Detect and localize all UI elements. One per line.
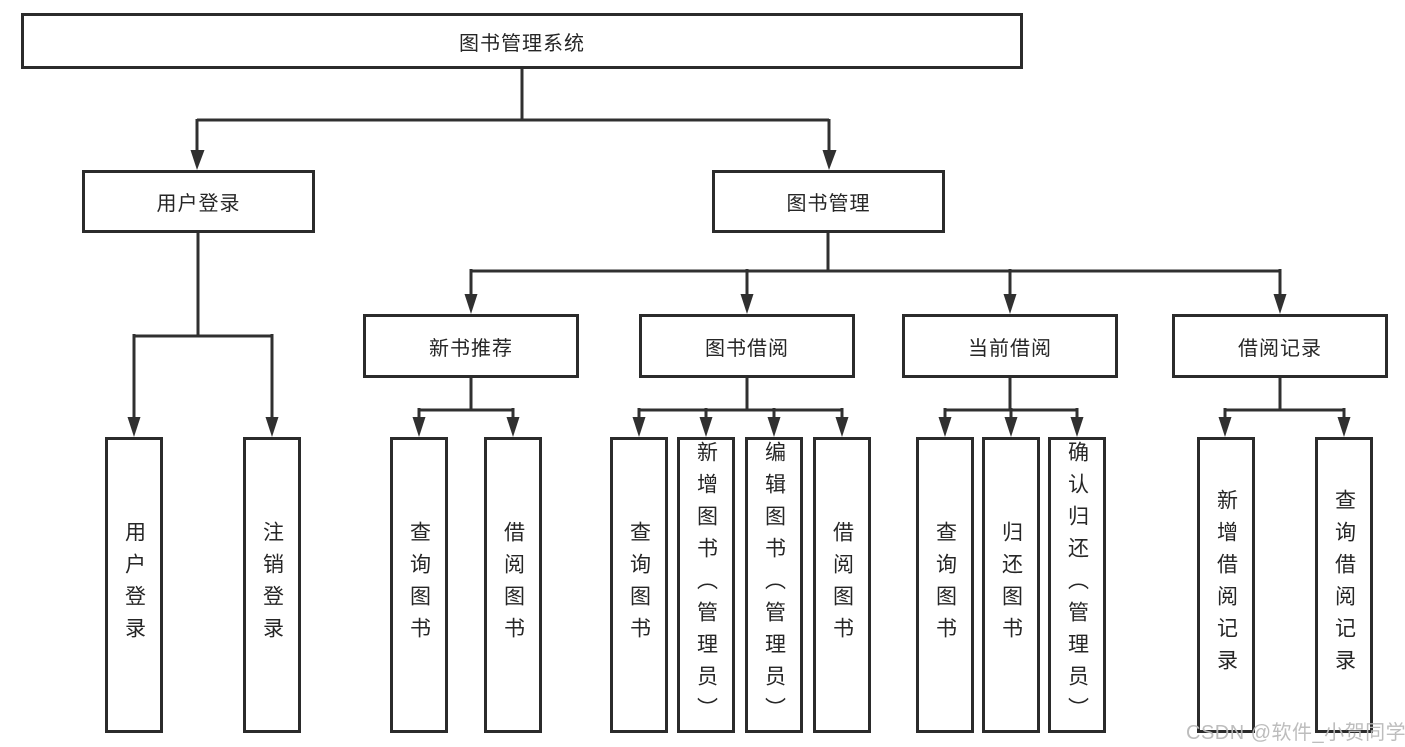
leaf-logout-label: 注销登录 [260,521,284,649]
node-borrow-records: 借阅记录 [1172,314,1388,378]
leaf-newrec-query-books: 查询图书 [390,437,448,733]
leaf-newrec-borrow-books: 借阅图书 [484,437,542,733]
leaf-records-add-record: 新增借阅记录 [1197,437,1255,733]
node-user-login-label: 用户登录 [156,193,241,215]
leaf-current-query-books-label: 查询图书 [933,521,957,649]
node-book-management: 图书管理 [712,170,945,233]
node-new-book-recommend: 新书推荐 [363,314,579,378]
node-user-login: 用户登录 [82,170,315,233]
leaf-borrow-query-books: 查询图书 [610,437,668,733]
node-new-book-recommend-label: 新书推荐 [429,337,513,360]
leaf-borrow-edit-books-admin: 编辑图书（管理员） [745,437,803,733]
leaf-current-confirm-return-admin-label: 确认归还（管理员） [1065,441,1089,729]
leaf-current-return-books: 归还图书 [982,437,1040,733]
leaf-borrow-add-books-admin: 新增图书（管理员） [677,437,735,733]
leaf-borrow-edit-books-admin-label: 编辑图书（管理员） [762,441,786,729]
leaf-current-query-books: 查询图书 [916,437,974,733]
leaf-user-login-label: 用户登录 [122,521,146,649]
csdn-watermark: CSDN @软件_小贺同学 [1186,722,1405,744]
node-book-management-label: 图书管理 [786,193,871,215]
leaf-borrow-query-books-label: 查询图书 [627,521,651,649]
leaf-newrec-borrow-books-label: 借阅图书 [501,521,525,649]
node-book-borrow: 图书借阅 [639,314,855,378]
leaf-borrow-borrow-books: 借阅图书 [813,437,871,733]
leaf-current-confirm-return-admin: 确认归还（管理员） [1048,437,1106,733]
leaf-user-login: 用户登录 [105,437,163,733]
node-borrow-records-label: 借阅记录 [1238,337,1322,360]
node-book-borrow-label: 图书借阅 [705,337,789,360]
leaf-records-add-record-label: 新增借阅记录 [1214,489,1238,681]
leaf-borrow-borrow-books-label: 借阅图书 [830,521,854,649]
leaf-current-return-books-label: 归还图书 [999,521,1023,649]
node-current-borrow-label: 当前借阅 [968,337,1052,360]
node-root: 图书管理系统 [21,13,1023,69]
leaf-records-query-record: 查询借阅记录 [1315,437,1373,733]
leaf-records-query-record-label: 查询借阅记录 [1332,489,1356,681]
node-current-borrow: 当前借阅 [902,314,1118,378]
leaf-logout: 注销登录 [243,437,301,733]
leaf-borrow-add-books-admin-label: 新增图书（管理员） [694,441,718,729]
node-root-label: 图书管理系统 [459,32,585,55]
leaf-newrec-query-books-label: 查询图书 [407,521,431,649]
